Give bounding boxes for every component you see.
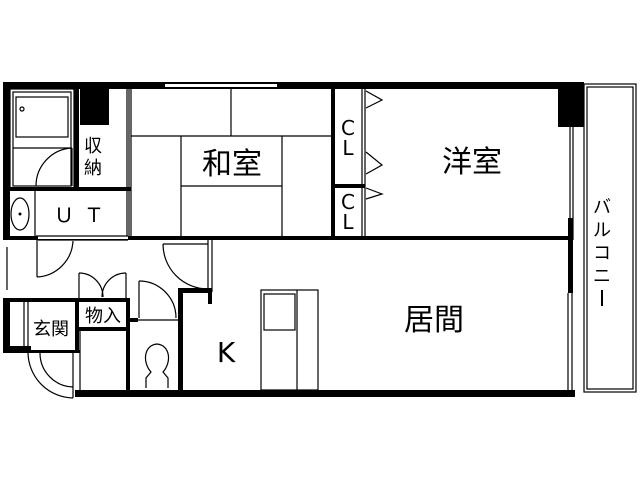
balcony-label-3: コ — [593, 243, 611, 264]
room-label-genkan: 玄関 — [33, 319, 69, 340]
closet-2-l: L — [342, 210, 354, 234]
room-label-shuno-1: 収 — [84, 136, 102, 157]
living-room: K 居間 — [217, 289, 464, 391]
toilet-icon — [144, 343, 170, 388]
room-label-youshitsu: 洋室 — [442, 145, 502, 180]
door-swing — [162, 243, 209, 290]
room-label-closet-1: C — [341, 116, 355, 140]
toilet-room — [130, 280, 212, 392]
washitsu-room: 和室 — [130, 89, 335, 240]
drain-icon — [19, 106, 25, 112]
hallway — [6, 240, 213, 292]
door-swing — [35, 147, 73, 187]
youshitsu-room: 洋室 — [442, 82, 584, 240]
room-label-washitsu: 和室 — [202, 147, 262, 182]
door-swing — [101, 272, 127, 298]
pillar — [80, 89, 109, 125]
door-swing — [138, 280, 177, 319]
storage-shuno: 収 納 — [74, 89, 130, 240]
door-swing — [78, 272, 104, 298]
room-label-monoire: 物入 — [85, 306, 121, 327]
room-label-shuno-2: 納 — [84, 158, 102, 179]
entrance: 玄関 — [3, 298, 80, 399]
entrance-door-swing — [27, 352, 74, 399]
utility-area: ＵＴ — [10, 191, 114, 237]
balcony: バ ル コ ニ — [567, 83, 637, 393]
door-swing — [39, 352, 74, 388]
door-swing — [36, 240, 74, 278]
exterior-walls — [3, 82, 575, 397]
kitchen-counter — [260, 289, 319, 391]
room-label-ima: 居間 — [404, 303, 464, 338]
storage-monoire: 物入 — [78, 272, 130, 390]
room-label-kitchen: K — [217, 336, 236, 369]
sink-icon — [263, 293, 296, 331]
washbasin-icon — [10, 197, 30, 231]
window — [165, 84, 277, 87]
balcony-label-1: バ — [593, 197, 611, 218]
closet-1-l: L — [342, 136, 354, 160]
room-label-ut: ＵＴ — [54, 203, 114, 227]
closets: C L C L — [335, 89, 384, 238]
room-label-closet-2: C — [341, 190, 355, 214]
balcony-label-4: ニ — [593, 266, 611, 287]
balcony-label-2: ル — [593, 220, 611, 241]
bathroom — [9, 88, 75, 190]
